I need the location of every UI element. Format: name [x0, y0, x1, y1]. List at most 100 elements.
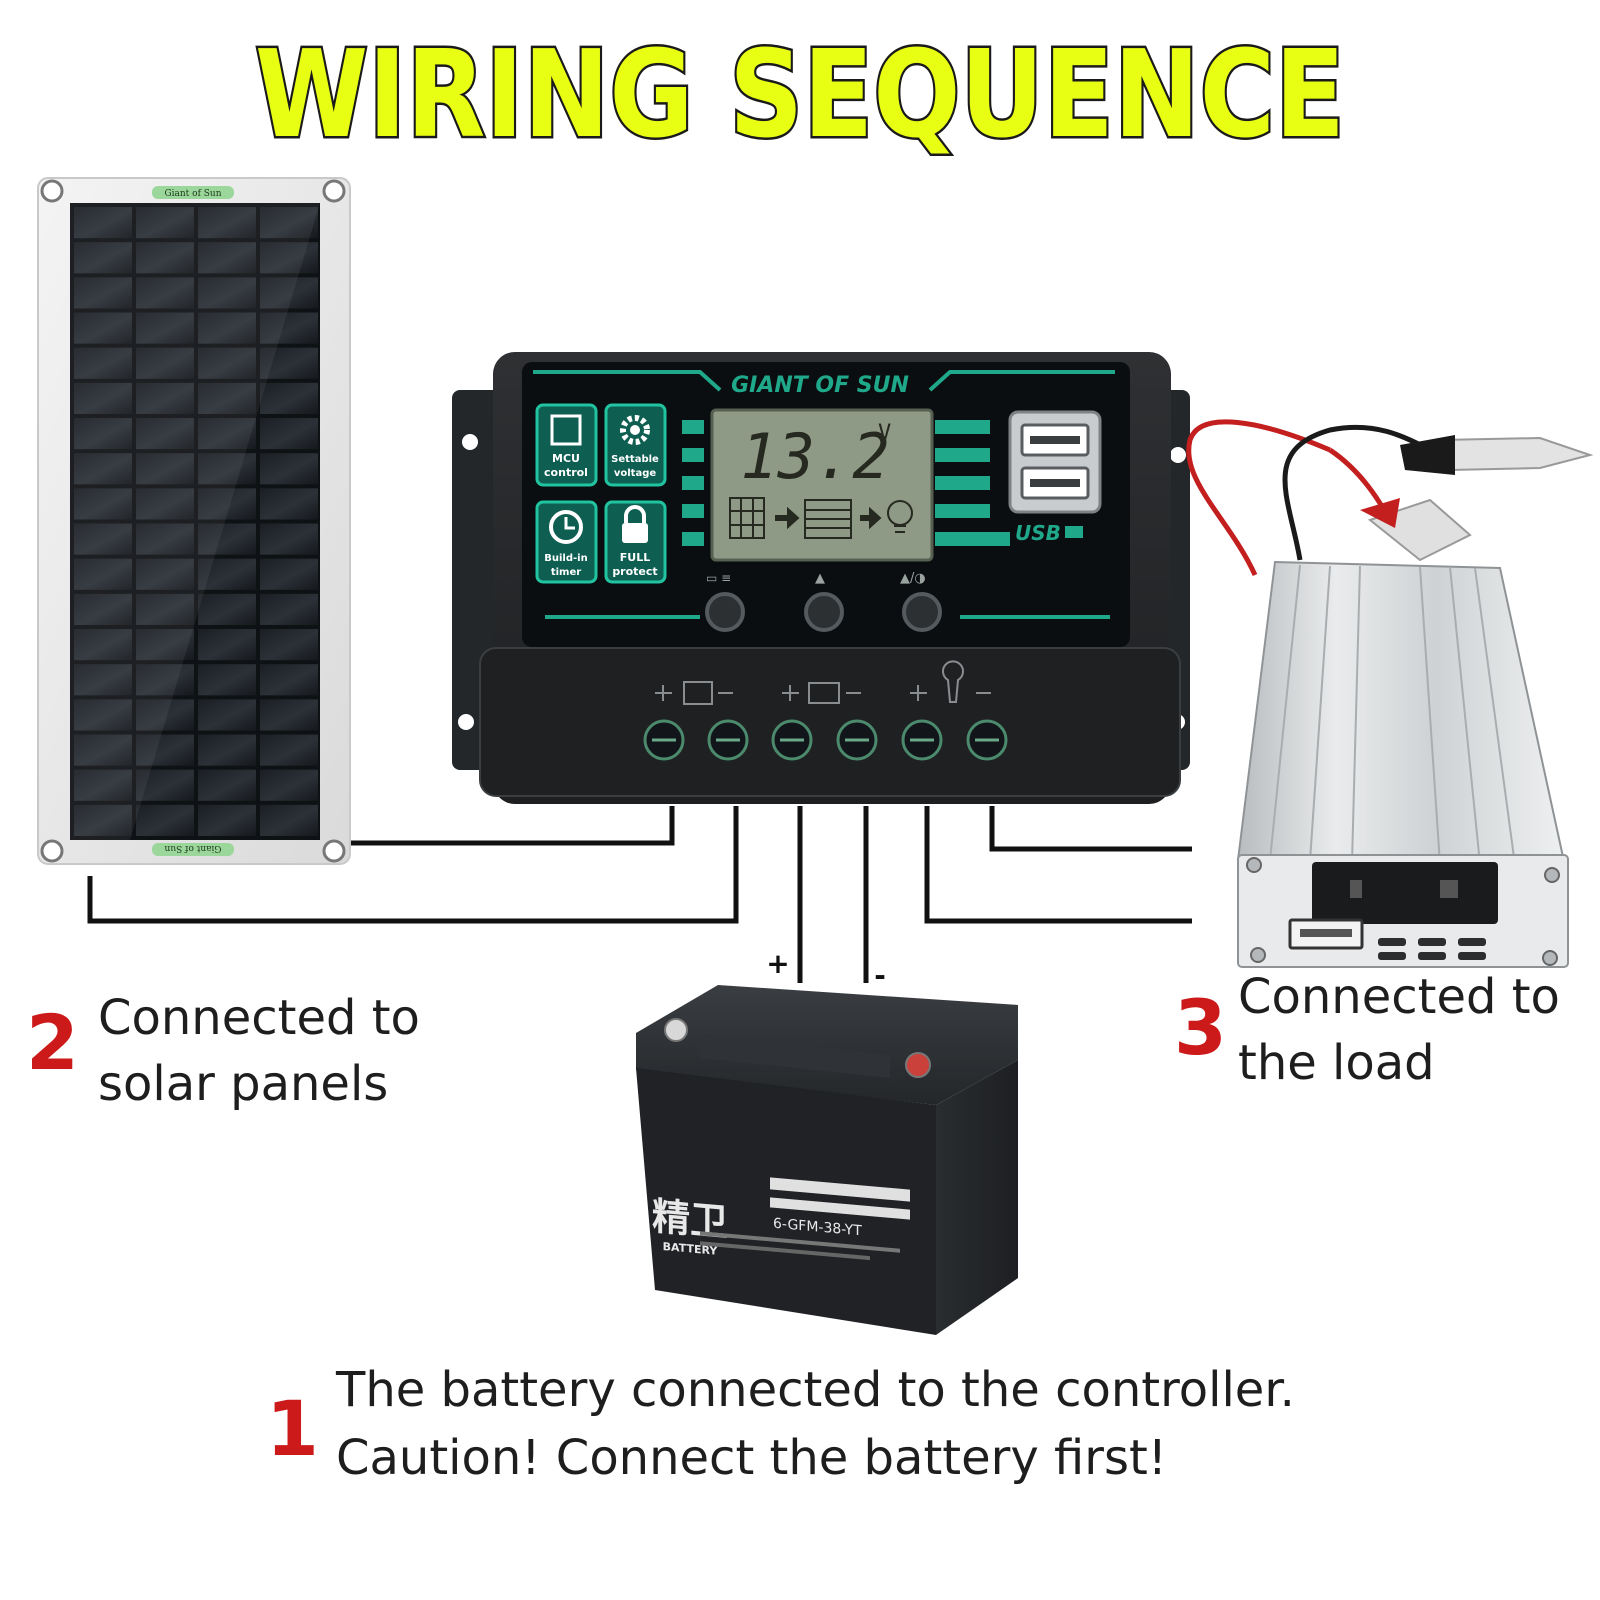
solar-cell — [198, 558, 256, 590]
svg-text:▲/◑: ▲/◑ — [900, 571, 926, 586]
step-3-line-1: Connected to — [1238, 969, 1560, 1025]
solar-cell — [198, 804, 256, 836]
solar-cell — [198, 593, 256, 625]
mounting-grommet — [40, 179, 64, 203]
up-button — [804, 592, 844, 632]
solar-cell — [198, 453, 256, 485]
battery-minus-label: - — [874, 959, 886, 992]
solar-cell — [198, 242, 256, 274]
title-text: WIRING SEQUENCE — [255, 26, 1345, 165]
page-title: WIRING SEQUENCE — [253, 24, 1348, 168]
solar-cell — [260, 629, 318, 661]
solar-cell — [260, 699, 318, 731]
solar-cell — [136, 347, 194, 379]
solar-cell — [198, 734, 256, 766]
control-buttons: ▭ ≡ ▲ ▲/◑ — [705, 571, 942, 632]
solar-cell — [136, 664, 194, 696]
feature-tiles: MCU control Settable voltage Build-in ti… — [535, 403, 667, 584]
solar-cell — [260, 804, 318, 836]
mounting-grommet — [322, 179, 346, 203]
svg-text:control: control — [544, 466, 588, 479]
solar-cell — [198, 523, 256, 555]
solar-positive-wire — [345, 806, 675, 846]
feature-tile-full-protect: FULL protect — [604, 500, 667, 584]
solar-cell — [136, 453, 194, 485]
feature-tile-mcu: MCU control — [535, 403, 598, 487]
solar-cell — [136, 629, 194, 661]
panel-label-top: Giant of Sun — [164, 189, 221, 199]
solar-cell — [260, 347, 318, 379]
solar-cell — [198, 207, 256, 239]
solar-cell — [136, 418, 194, 450]
battery-plus-label: + — [766, 947, 789, 980]
solar-cell — [74, 523, 132, 555]
solar-cell-grid — [74, 207, 318, 836]
solar-cell — [136, 488, 194, 520]
solar-cell — [136, 312, 194, 344]
step-3-line-2: the load — [1238, 1035, 1435, 1091]
lcd-flow-icons — [729, 497, 913, 539]
svg-text:Settable: Settable — [611, 454, 659, 465]
solar-cell — [260, 734, 318, 766]
feature-tile-timer: Build-in timer — [535, 500, 598, 584]
solar-cell — [198, 277, 256, 309]
step-3-number: 3 — [1174, 983, 1227, 1072]
step-2: 2 Connected to solar panels — [20, 990, 490, 1120]
svg-text:Build-in: Build-in — [544, 553, 587, 564]
wires — [87, 806, 1192, 983]
solar-cell — [198, 699, 256, 731]
solar-cell — [74, 558, 132, 590]
feature-tile-settable-voltage: Settable voltage — [604, 403, 667, 487]
solar-cell — [260, 418, 318, 450]
lcd-voltage-unit: V — [878, 421, 891, 446]
solar-cell — [198, 347, 256, 379]
light-button — [902, 592, 942, 632]
solar-cell — [74, 312, 132, 344]
lcd-display: 13.2 V — [710, 408, 934, 562]
svg-text:▭ ≡: ▭ ≡ — [706, 571, 731, 585]
solar-cell — [136, 523, 194, 555]
solar-cell — [74, 453, 132, 485]
step-1-line-1: The battery connected to the controller. — [336, 1362, 1295, 1418]
solar-cell — [260, 488, 318, 520]
load-positive-wire — [989, 806, 1192, 852]
solar-cell — [260, 453, 318, 485]
solar-cell — [74, 207, 132, 239]
solar-panel: Giant of Sun Giant of Sun — [37, 177, 351, 865]
solar-cell — [74, 277, 132, 309]
step-1: 1 The battery connected to the controlle… — [262, 1362, 1382, 1502]
inverter — [1186, 419, 1594, 968]
solar-cell — [136, 804, 194, 836]
solar-cell — [74, 804, 132, 836]
solar-cell — [136, 277, 194, 309]
usb-ports: USB — [1008, 410, 1102, 545]
lock-icon — [624, 505, 646, 523]
solar-cell — [74, 734, 132, 766]
solar-cell — [136, 207, 194, 239]
step-1-number: 1 — [266, 1384, 319, 1473]
solar-cell — [260, 207, 318, 239]
lcd-voltage-reading: 13.2 — [740, 420, 889, 493]
solar-cell — [198, 488, 256, 520]
solar-cell — [74, 769, 132, 801]
step-3: 3 Connected to the load — [1168, 969, 1598, 1105]
svg-text:timer: timer — [551, 567, 581, 578]
solar-cell — [74, 699, 132, 731]
solar-cell — [136, 769, 194, 801]
ac-outlet — [1312, 862, 1498, 924]
solar-cell — [198, 312, 256, 344]
solar-cell — [198, 664, 256, 696]
solar-cell — [136, 734, 194, 766]
mounting-grommet — [40, 839, 64, 863]
clock-icon — [549, 510, 583, 544]
load-negative-wire — [924, 806, 1192, 924]
controller-brand: GIANT OF SUN — [731, 373, 909, 398]
solar-negative-wire — [87, 806, 739, 924]
usb-label: USB — [1015, 521, 1061, 545]
mounting-grommet — [322, 839, 346, 863]
svg-text:▲: ▲ — [815, 571, 825, 586]
battery-model: 6-GFM-38-YT — [773, 1216, 862, 1240]
terminal-block — [479, 647, 1181, 797]
negative-terminal — [905, 1052, 931, 1078]
solar-cell — [260, 277, 318, 309]
